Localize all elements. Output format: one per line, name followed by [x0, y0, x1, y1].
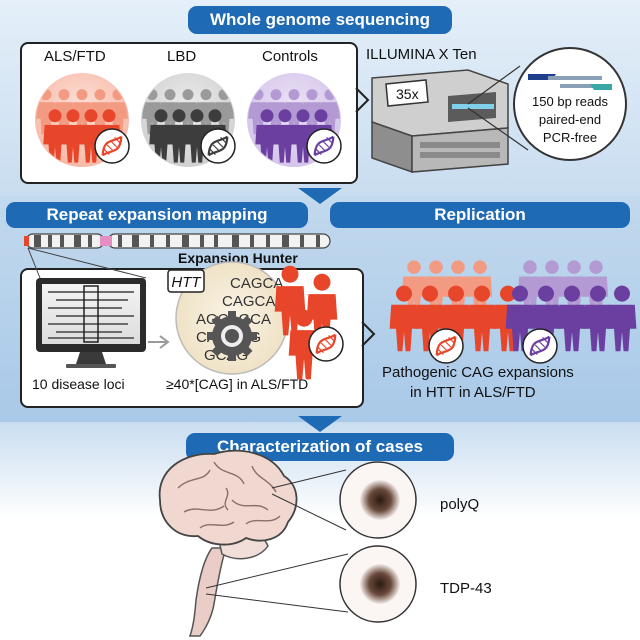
title-replication: Replication [330, 202, 630, 228]
micrograph-polyq [339, 461, 417, 539]
gear-icon [207, 311, 257, 361]
brain-illustration [158, 449, 298, 637]
chevron-down-icon [298, 188, 342, 204]
tool-label: Expansion Hunter [178, 250, 298, 266]
replication-result-line-1: Pathogenic CAG expansions [382, 364, 574, 381]
group-label-controls: Controls [262, 48, 318, 65]
dna-icon-replication-als [428, 328, 464, 364]
chevron-down-icon-2 [298, 416, 342, 432]
read-magnifier [467, 47, 627, 161]
read-spec-3: PCR-free [543, 130, 597, 145]
zoom-lines-polyq [271, 469, 347, 531]
stain-label-polyq: polyQ [440, 496, 480, 513]
arrow-to-sequencer [355, 87, 370, 113]
zoom-lines-tdp43 [205, 553, 349, 613]
group-label-als: ALS/FTD [44, 48, 106, 65]
replication-crowd [389, 260, 637, 364]
dna-icon-lbd [200, 128, 236, 164]
instrument-label: ILLUMINA X Ten [366, 46, 477, 63]
title-mapping: Repeat expansion mapping [6, 202, 308, 228]
monitor [36, 278, 146, 368]
title-sequencing: Whole genome sequencing [188, 6, 452, 34]
sequencer-machine [371, 69, 509, 174]
dna-icon-replication-controls [522, 328, 558, 364]
read-spec-2: paired-end [539, 112, 601, 127]
group-label-lbd: LBD [167, 48, 197, 65]
read-spec-1: 150 bp reads [532, 94, 608, 109]
stain-label-tdp43: TDP-43 [440, 580, 492, 597]
arrow-to-replication [361, 321, 376, 347]
replication-result-line-2: in HTT in ALS/FTD [410, 384, 536, 401]
sequence-row: CAGCA [230, 275, 283, 292]
loci-caption: 10 disease loci [32, 376, 125, 392]
micrograph-tdp43 [339, 545, 417, 623]
cohort-controls [245, 71, 343, 169]
sequence-row: CAGCAG [222, 293, 287, 310]
coverage-label: 35x [396, 86, 419, 102]
dna-icon-controls [306, 128, 342, 164]
chromosome-ideogram [24, 233, 331, 249]
chromosome-zoom-lines [27, 247, 147, 279]
threshold-caption: ≥40*[CAG] in ALS/FTD [166, 376, 309, 392]
als-case-figures [274, 265, 344, 380]
arrow-to-hunter [148, 335, 170, 349]
dna-icon-hunter [308, 326, 344, 362]
expansion-hunter-lens: CAGCACAGCAGAGCAGCACAGCAGGCAG [167, 261, 289, 375]
dna-icon-als [94, 128, 130, 164]
gene-label: HTT [171, 274, 202, 291]
